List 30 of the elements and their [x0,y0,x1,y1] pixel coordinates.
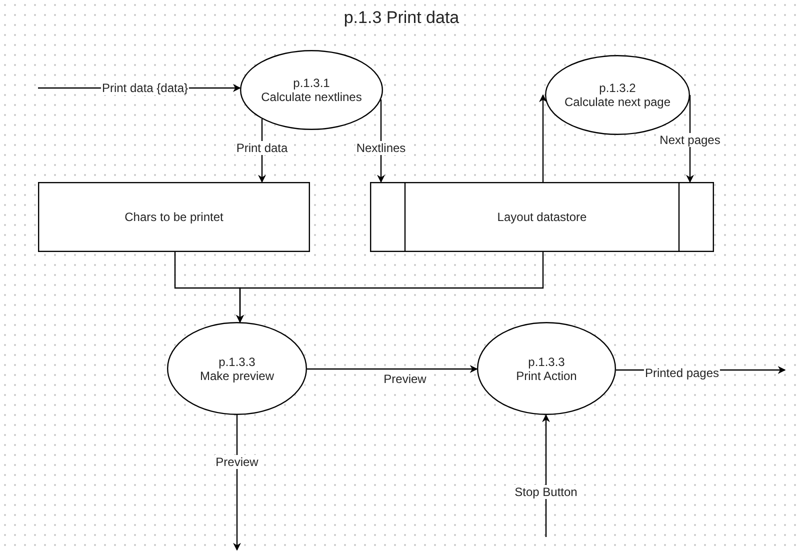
node-label: Chars to be printet [124,210,224,224]
edge-label: Nextlines [355,141,407,155]
diagram-title: p.1.3 Print data [342,8,460,28]
node-label: Calculate nextlines [261,90,362,104]
datastore-box [370,182,714,252]
edge-label: Print data {data} [100,81,190,95]
arrow [542,414,550,537]
arrow [233,415,241,551]
process-number: p.1.3.1 [293,76,330,90]
process-number: p.1.3.3 [218,354,256,368]
process-ellipse [477,322,616,415]
process-number: p.1.3.2 [599,81,636,95]
node-label: Layout datastore [497,210,587,224]
process-ellipse [240,50,383,130]
process-number: p.1.3.3 [528,354,565,368]
edge-label: Printed pages [644,366,720,380]
process-ellipse [545,55,690,135]
process-ellipse [167,322,307,415]
node-label: Print Action [516,368,577,382]
edge-label: Preview [214,455,260,469]
edge-label: Stop Button [514,485,578,499]
arrow [307,365,478,373]
edge-label: Next pages [658,133,722,147]
node-label: Make preview [200,368,274,382]
edge-label: Print data [235,141,289,155]
edge-label: Preview [382,372,428,386]
node-label: Calculate next page [564,95,671,109]
entity-box [38,182,310,252]
arrow [236,252,544,323]
arrow [539,94,547,182]
